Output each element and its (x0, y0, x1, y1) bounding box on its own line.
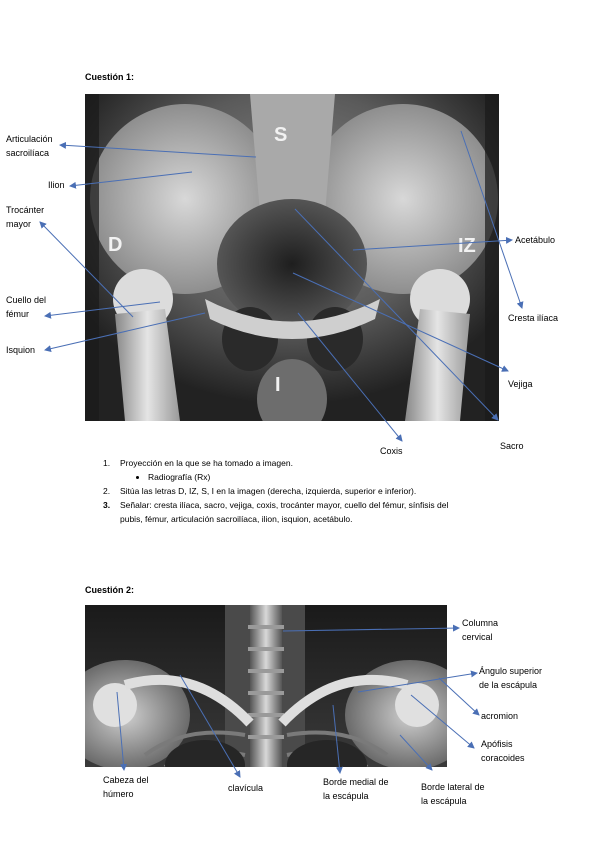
label-articulacion-sacroiliaca: Articulación sacroilíaca (6, 132, 53, 160)
label-line: cervical (462, 632, 493, 642)
label-line: Borde lateral de (421, 782, 485, 792)
question-item-1: 1. Proyección en la que se ha tomado a i… (103, 456, 523, 470)
label-vejiga: Vejiga (508, 379, 533, 389)
label-ilion: Ilion (48, 180, 65, 190)
label-borde-lateral-escapula: Borde lateral de la escápula (421, 780, 485, 808)
label-cuello-femur: Cuello del fémur (6, 293, 46, 321)
label-cresta-iliaca: Cresta ilíaca (508, 313, 559, 323)
answer-bullet-item: Radiografía (Rx) (103, 470, 523, 484)
q1-heading: Cuestión 1: (85, 72, 135, 82)
xray-letter-inferior: I (275, 374, 281, 396)
label-line: Trocánter (6, 205, 45, 215)
question-text: Proyección en la que se ha tomado a imag… (120, 458, 293, 468)
label-line: la escápula (421, 796, 467, 806)
question-text: pubis, fémur, articulación sacroilíaca, … (120, 514, 353, 524)
label-line: de la escápula (479, 680, 538, 690)
label-line: Columna (462, 618, 499, 628)
xray-letter-superior: S (274, 124, 288, 146)
label-line: mayor (6, 219, 32, 229)
label-line: Borde medial de (323, 777, 389, 787)
label-line: Ángulo superior (479, 666, 543, 676)
bullet-icon (136, 476, 139, 479)
question-number: 3. (103, 500, 111, 510)
xray-letter-izquierda: IZ (458, 235, 476, 257)
question-item-3: 3. Señalar: cresta ilíaca, sacro, vejiga… (103, 498, 523, 512)
q2-heading: Cuestión 2: (85, 585, 135, 595)
label-line: coracoides (481, 753, 525, 763)
label-line: la escápula (323, 791, 369, 801)
label-line: sacroilíaca (6, 148, 50, 158)
q1-question-list: 1. Proyección en la que se ha tomado a i… (103, 456, 523, 526)
question-item-3-continued: pubis, fémur, articulación sacroilíaca, … (103, 512, 523, 526)
label-line: Cuello del (6, 295, 47, 305)
label-coxis: Coxis (380, 446, 403, 456)
label-cabeza-humero: Cabeza del húmero (103, 773, 149, 801)
question-number: 2. (103, 486, 111, 496)
label-columna-cervical: Columna cervical (462, 616, 498, 644)
label-apofisis-coracoides: Apófisis coracoides (481, 737, 525, 765)
question-text: Sitúa las letras D, IZ, S, I en la image… (120, 486, 417, 496)
chest-xray-image (85, 605, 447, 767)
chest-xray-drawing (85, 605, 447, 767)
answer-text: Radiografía (Rx) (148, 472, 211, 482)
pelvis-xray-image: S D IZ I (85, 94, 499, 421)
question-number: 1. (103, 458, 111, 468)
label-line: Cabeza del (103, 775, 149, 785)
pelvis-xray-drawing (85, 94, 499, 421)
label-sacro: Sacro (500, 441, 524, 451)
label-isquion: Isquion (6, 345, 36, 355)
label-line: Articulación (6, 134, 53, 144)
label-acromion: acromion (481, 711, 519, 721)
label-acetabulo: Acetábulo (515, 235, 556, 245)
label-trocanter-mayor: Trocánter mayor (6, 203, 44, 231)
label-borde-medial-escapula: Borde medial de la escápula (323, 775, 389, 803)
label-line: fémur (6, 309, 30, 319)
label-line: húmero (103, 789, 134, 799)
xray-letter-derecha: D (108, 234, 123, 256)
label-line: Apófisis (481, 739, 513, 749)
label-angulo-superior-escapula: Ángulo superior de la escápula (479, 664, 542, 692)
question-item-2: 2. Sitúa las letras D, IZ, S, I en la im… (103, 484, 523, 498)
question-text: Señalar: cresta ilíaca, sacro, vejiga, c… (120, 500, 449, 510)
label-clavicula: clavícula (228, 783, 264, 793)
